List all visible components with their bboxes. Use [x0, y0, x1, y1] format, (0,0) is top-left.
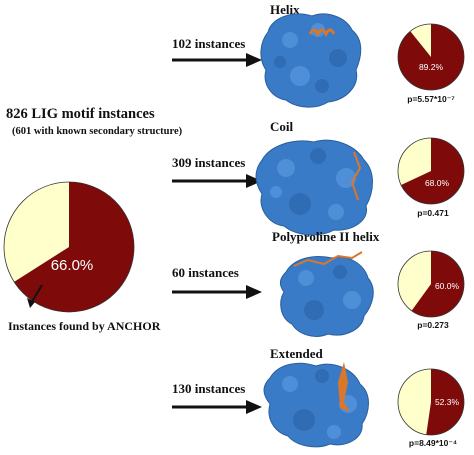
- protein-structure-coil: [255, 139, 373, 236]
- pie-extended-anchor-slice: [426, 369, 464, 435]
- p-value-polyproline: p=0.273: [417, 320, 449, 330]
- pie-polyproline-outline: [397, 250, 465, 318]
- row-title-helix: Helix: [270, 2, 300, 17]
- caption-pointer-arrowhead: [27, 298, 35, 308]
- p-value-extended: p=8.49*10⁻⁴: [409, 438, 457, 448]
- row-title-polyproline: Polyproline II helix: [272, 229, 380, 244]
- row-title-extended: Extended: [270, 346, 324, 361]
- pie-chart-coil: 68.0%: [397, 137, 465, 205]
- protein-structure-extended: [263, 362, 369, 448]
- arrow-helix: [172, 53, 262, 67]
- protein-structure-helix: [260, 13, 362, 108]
- row-count-coil: 309 instances: [172, 155, 245, 170]
- pie-extended-label: 52.3%: [435, 397, 460, 407]
- row-count-polyproline: 60 instances: [172, 265, 239, 280]
- pie-coil-outline: [397, 137, 465, 205]
- pie-helix-outline: [397, 23, 465, 91]
- pie-helix-anchor-slice: [398, 24, 465, 90]
- pie-coil-anchor-slice: [401, 138, 464, 205]
- pie-chart-helix: 89.2%: [397, 23, 465, 91]
- main-pie-outline: [3, 181, 135, 313]
- pie-coil-label: 68.0%: [425, 178, 450, 188]
- arrow-coil: [172, 174, 262, 188]
- pie-polyproline-anchor-slice: [411, 251, 464, 318]
- caption-text: Instances found by ANCHOR: [8, 319, 161, 333]
- main-pie-label: 66.0%: [51, 257, 94, 274]
- main-subtitle: (601 with known secondary structure): [12, 126, 183, 137]
- p-value-helix: p=5.57*10⁻⁷: [407, 94, 455, 104]
- row-count-helix: 102 instances: [172, 36, 245, 51]
- row-count-extended: 130 instances: [172, 381, 245, 396]
- pie-extended-outline: [397, 368, 465, 436]
- pie-helix-label: 89.2%: [419, 62, 444, 72]
- main-pie-chart: 66.0%: [3, 181, 135, 313]
- row-title-coil: Coil: [270, 119, 294, 134]
- protein-structure-polyproline: [279, 251, 374, 337]
- main-title: 826 LIG motif instances: [6, 106, 155, 122]
- pie-chart-extended: 52.3%: [397, 368, 465, 436]
- arrow-polyproline: [172, 285, 262, 299]
- pie-polyproline-label: 60.0%: [435, 281, 460, 291]
- main-pie-anchor-slice: [14, 182, 135, 313]
- p-value-coil: p=0.471: [417, 208, 449, 218]
- arrow-extended: [172, 400, 262, 414]
- pie-chart-polyproline: 60.0%: [397, 250, 465, 318]
